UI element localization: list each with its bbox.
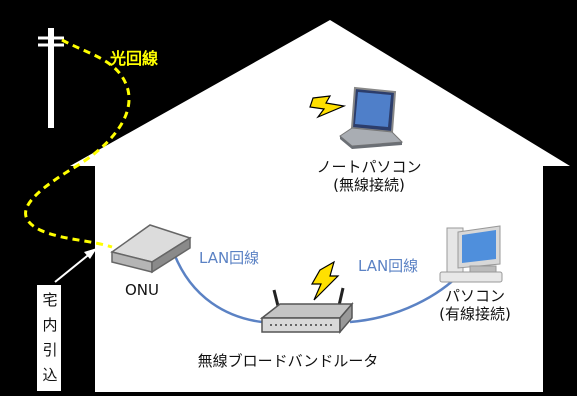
drop-in-box: 宅 内 引 込 <box>36 284 62 392</box>
lan-left-label: LAN回線 <box>199 249 260 267</box>
drop-in-char: 内 <box>42 316 58 334</box>
router-label: 無線ブロードバンドルータ <box>197 352 379 370</box>
drop-in-char: 込 <box>42 366 58 384</box>
pc-label-line1: パソコン <box>444 287 505 305</box>
router-icon <box>259 287 354 335</box>
fiber-line <box>24 38 131 249</box>
laptop-label-line1: ノートパソコン <box>316 158 422 176</box>
fiber-line-label: 光回線 <box>110 49 159 68</box>
laptop-icon <box>339 86 404 149</box>
wireless-bolt-icon <box>309 95 347 119</box>
wireless-bolt-icon <box>310 260 340 301</box>
house-shape <box>70 20 570 392</box>
drop-in-char: 宅 <box>42 291 58 309</box>
pc-label: パソコン (有線接続) <box>439 287 511 323</box>
desktop-pc-icon <box>439 225 503 283</box>
laptop-label: ノートパソコン (無線接続) <box>316 158 421 194</box>
lan-line-left <box>170 247 263 324</box>
pc-label-line2: (有線接続) <box>439 305 511 323</box>
laptop-label-line2: (無線接続) <box>333 176 405 194</box>
lan-right-label: LAN回線 <box>358 257 419 275</box>
drop-in-arrow <box>54 248 97 283</box>
onu-label: ONU <box>125 281 160 299</box>
onu-device-icon <box>110 224 192 274</box>
drop-in-char: 引 <box>42 341 58 359</box>
utility-pole-icon <box>38 28 64 128</box>
